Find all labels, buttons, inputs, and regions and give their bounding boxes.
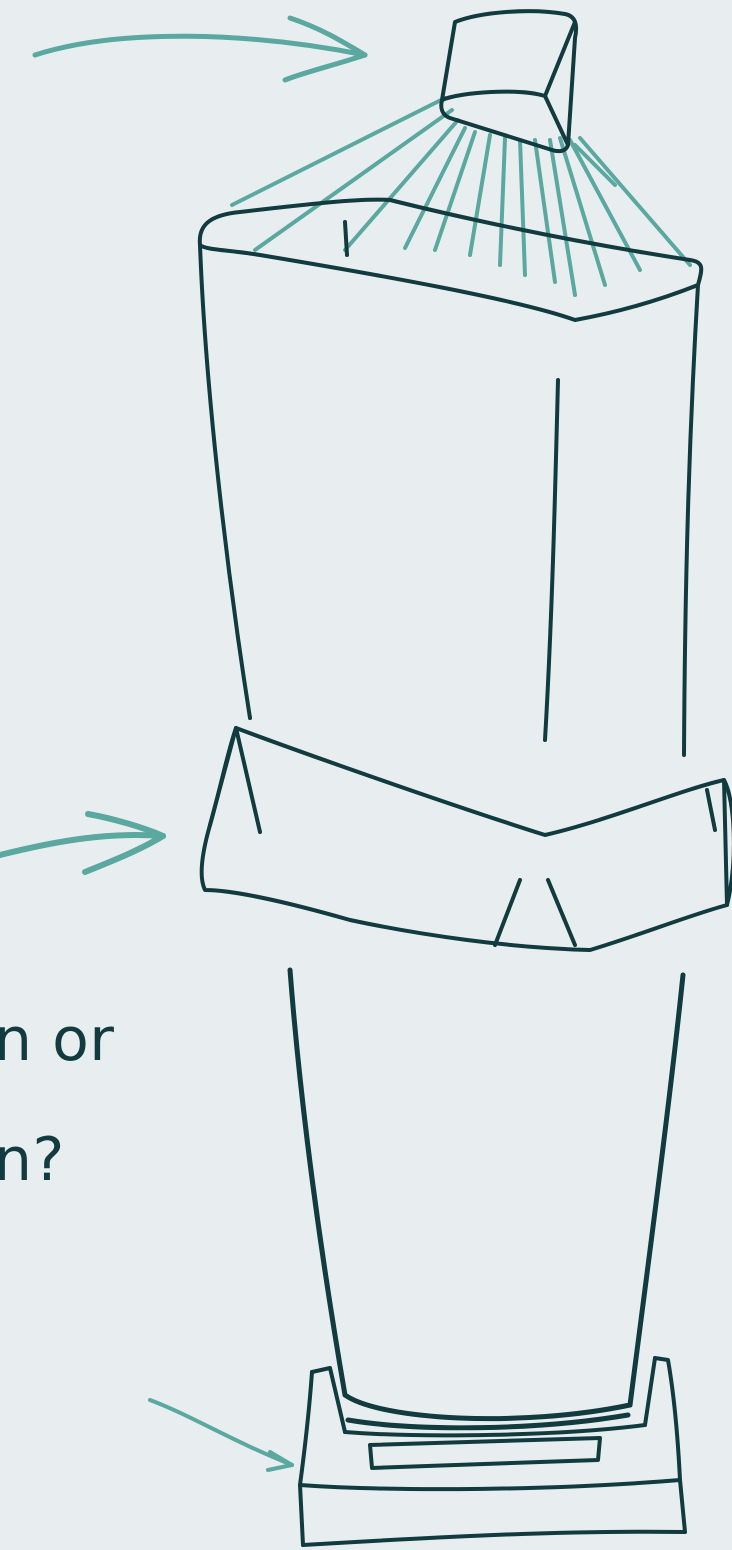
spotlight-icon [441,11,576,151]
middle-collar [202,728,732,950]
lower-container [290,970,683,1428]
caption-line-1: n or [0,1010,114,1070]
light-rays [232,98,690,295]
arrow-icon-bottom [150,1400,292,1470]
arrow-icon-middle [0,814,163,872]
arrow-icon-top [35,18,365,80]
base-stand [300,1358,685,1545]
upper-container [200,200,701,755]
caption-line-2: n? [0,1130,65,1190]
